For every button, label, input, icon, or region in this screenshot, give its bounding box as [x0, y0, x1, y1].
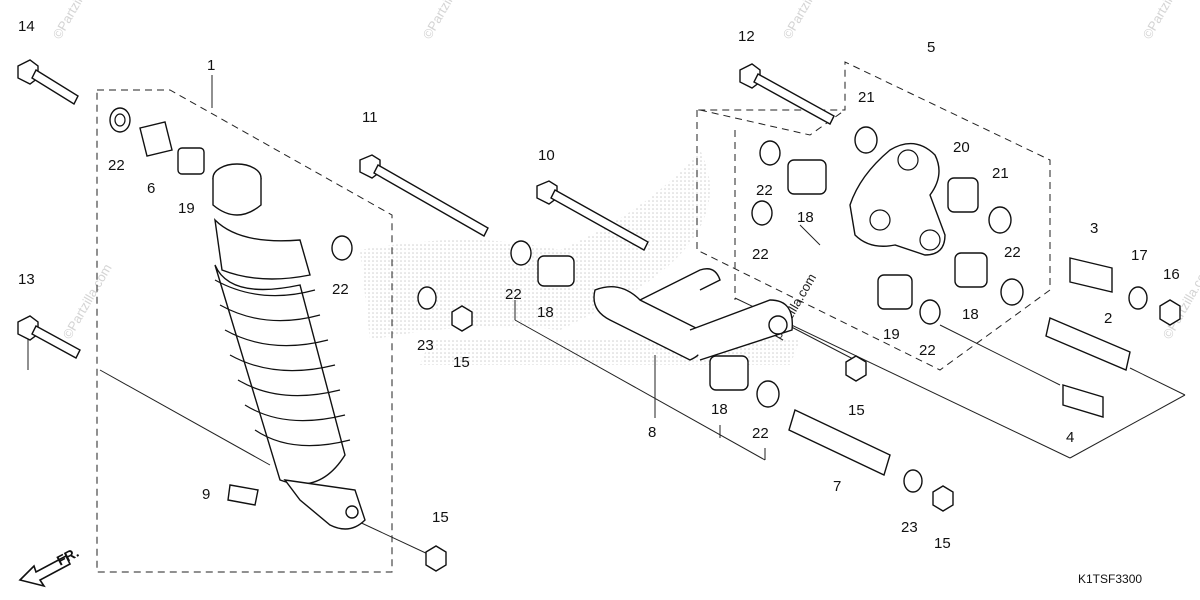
callout-22h: 22 [752, 425, 769, 442]
front-direction-arrow [18, 554, 72, 588]
cushion-link-5 [849, 142, 946, 256]
callout-12: 12 [738, 28, 755, 45]
callout-4: 4 [1066, 429, 1074, 446]
callout-11: 11 [362, 109, 378, 126]
callout-5: 5 [927, 39, 935, 56]
callout-8: 8 [648, 424, 656, 441]
callout-23a: 23 [417, 337, 434, 354]
bolt-11 [359, 154, 489, 237]
callout-6: 6 [147, 180, 155, 197]
callout-20: 20 [953, 139, 970, 156]
callout-2: 2 [1104, 310, 1112, 327]
watermark: ©Partzilla.com [420, 0, 475, 42]
callout-19a: 19 [178, 200, 195, 217]
callout-22b: 22 [332, 281, 349, 298]
label-sticker-9 [227, 484, 259, 506]
callout-17: 17 [1131, 247, 1148, 264]
callout-22g: 22 [919, 342, 936, 359]
small-parts [109, 107, 1181, 572]
callout-13: 13 [18, 271, 35, 288]
callout-22d: 22 [756, 182, 773, 199]
cushion-arm-8 [593, 268, 794, 361]
callout-22e: 22 [752, 246, 769, 263]
leader-lines [27, 75, 1186, 556]
callout-10: 10 [538, 147, 555, 164]
callout-9: 9 [202, 486, 210, 503]
assembly-outlines [96, 61, 1051, 573]
watermark: ©Partzilla.com [50, 0, 105, 42]
callout-labels: 1 2 3 4 5 6 7 8 9 10 11 12 13 14 15 15 1… [18, 18, 1180, 552]
callout-7: 7 [833, 478, 841, 495]
bolt-12 [739, 63, 835, 125]
callout-16: 16 [1163, 266, 1180, 283]
callout-22f: 22 [1004, 244, 1021, 261]
bolt-10 [536, 180, 649, 251]
callout-15d: 15 [934, 535, 951, 552]
callout-14: 14 [18, 18, 35, 35]
watermark: ©Partzilla.com [60, 261, 115, 341]
callout-23b: 23 [901, 519, 918, 536]
callout-15c: 15 [848, 402, 865, 419]
callout-18c: 18 [962, 306, 979, 323]
watermark: ©Partzilla.com [780, 0, 835, 42]
callout-22a: 22 [108, 157, 125, 174]
callout-1: 1 [207, 57, 215, 74]
callout-22c: 22 [505, 286, 522, 303]
callout-19b: 19 [883, 326, 900, 343]
diagram-code: K1TSF3300 [1078, 572, 1142, 586]
callout-21b: 21 [992, 165, 1009, 182]
callout-15b: 15 [432, 509, 449, 526]
callout-18b: 18 [797, 209, 814, 226]
shock-absorber-1 [212, 163, 366, 530]
callout-18d: 18 [711, 401, 728, 418]
bolt-14 [17, 59, 79, 105]
callout-21a: 21 [858, 89, 875, 106]
callout-15a: 15 [453, 354, 470, 371]
callout-18a: 18 [537, 304, 554, 321]
callout-3: 3 [1090, 220, 1098, 237]
watermark: ©Partzilla.com [1140, 0, 1195, 42]
bolt-13 [17, 315, 81, 359]
